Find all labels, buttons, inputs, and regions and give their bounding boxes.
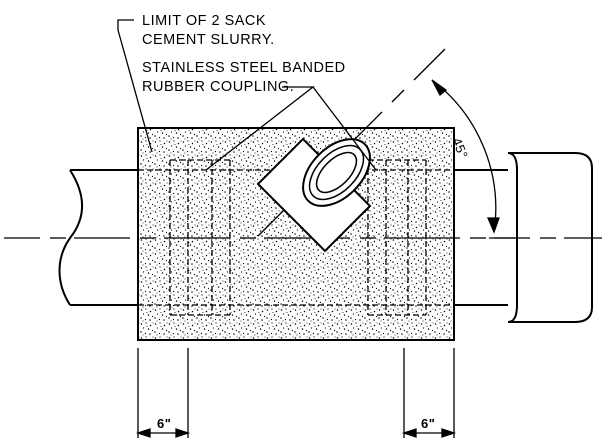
cement-leader-line: [117, 19, 153, 153]
coupling-label-line1-text: STAINLESS STEEL BANDED: [142, 60, 346, 76]
angle-dimension: [431, 79, 515, 239]
coupling-leader-line: [205, 86, 377, 171]
cement-label-line1: LIMIT OF 2 SACK: [142, 13, 266, 29]
angle-label: 45°: [449, 136, 471, 161]
left-dimension-label: 6": [157, 416, 171, 431]
cement-label-line2: CEMENT SLURRY.: [142, 32, 275, 48]
right-dimension-label: 6": [421, 416, 435, 431]
left-dimension: [135, 348, 191, 438]
coupling-label-line2: RUBBER COUPLING.: [142, 79, 294, 95]
wye-branch-pipe: [256, 137, 372, 253]
left-pipe: [58, 169, 138, 306]
right-dimension: [401, 348, 457, 438]
right-pipe: [454, 169, 508, 306]
